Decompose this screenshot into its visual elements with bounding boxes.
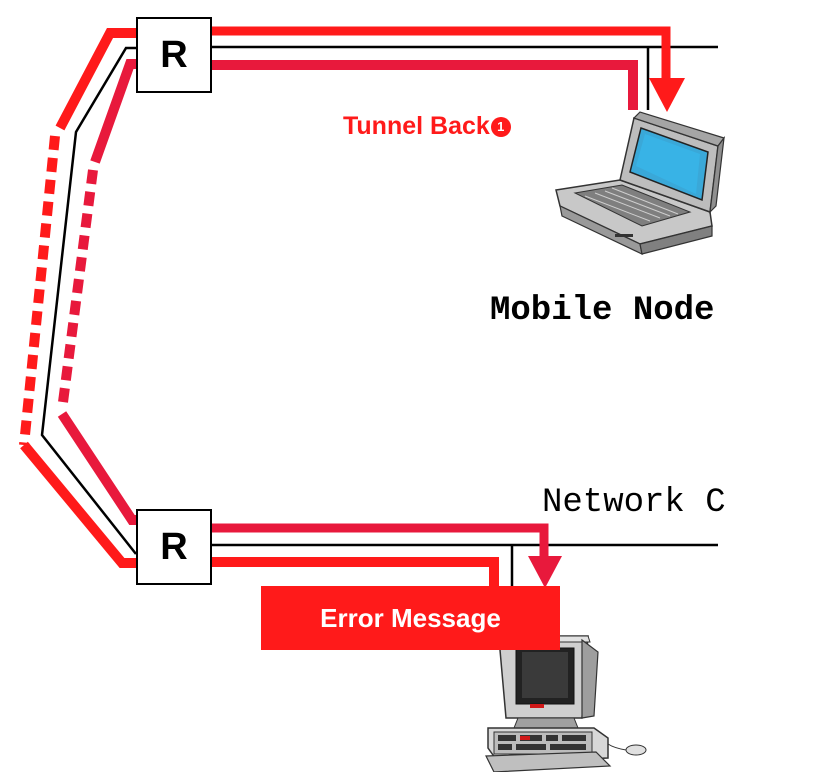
step-badge: 1 [490,116,511,137]
outer-path-bottom [20,441,136,568]
error-message-box: Error Message [261,586,560,650]
network-wires [40,45,718,590]
inner-path-bottom [57,411,137,525]
arrow-path-to-laptop [212,26,671,82]
inner-path-top [90,59,136,164]
tunnel-back-label: Tunnel Back 1 [343,112,511,141]
arrow-path-to-desktop [212,523,549,560]
network-c-label: Network C [542,484,726,522]
outer-path-top [55,28,136,131]
router-top-label: R [160,33,188,76]
error-message-path [212,557,499,592]
arrowhead-laptop [649,78,685,112]
tunnel-back-text: Tunnel Back [343,112,490,140]
tunnel-paths [19,26,671,592]
desktop-computer-icon [485,635,647,772]
tunnel-back-path [212,60,638,110]
router-bottom-label: R [160,525,188,568]
arrowhead-desktop [528,556,562,588]
router-bottom: R [136,509,212,585]
router-top: R [136,17,212,93]
backbone-wire [40,46,137,555]
error-message-text: Error Message [320,602,501,633]
laptop-icon [555,111,725,256]
inner-path-dashed [57,169,98,411]
outer-path-dashed [19,135,60,446]
mobile-node-label: Mobile Node [490,292,715,330]
